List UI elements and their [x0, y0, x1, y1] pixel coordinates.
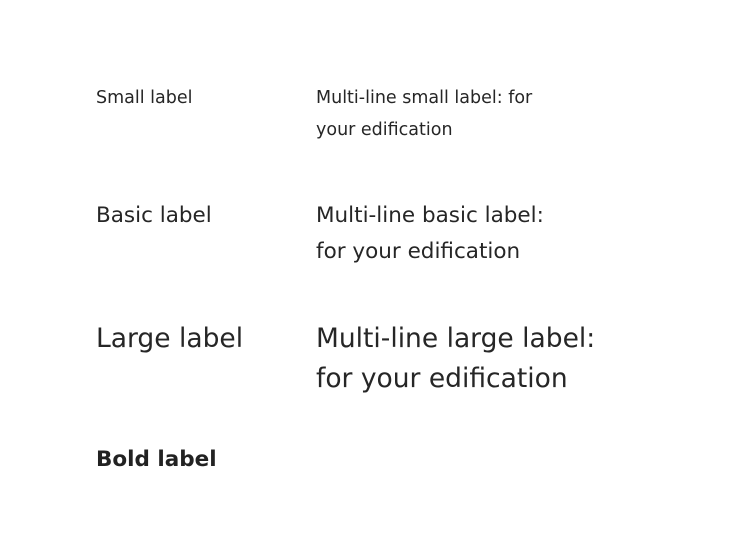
multi-line-large-label-line-1: Multi-line large label: — [316, 323, 596, 354]
basic-label: Basic label — [96, 203, 212, 228]
bold-label: Bold label — [96, 447, 217, 472]
multi-line-small-label-line-2: your edification — [316, 120, 453, 140]
large-label: Large label — [96, 323, 244, 354]
multi-line-basic-label-line-1: Multi-line basic label: — [316, 203, 544, 228]
multi-line-large-label-line-2: for your edification — [316, 363, 568, 394]
multi-line-small-label-line-1: Multi-line small label: for — [316, 88, 533, 108]
small-label: Small label — [96, 88, 193, 108]
multi-line-basic-label-line-2: for your edification — [316, 239, 521, 264]
